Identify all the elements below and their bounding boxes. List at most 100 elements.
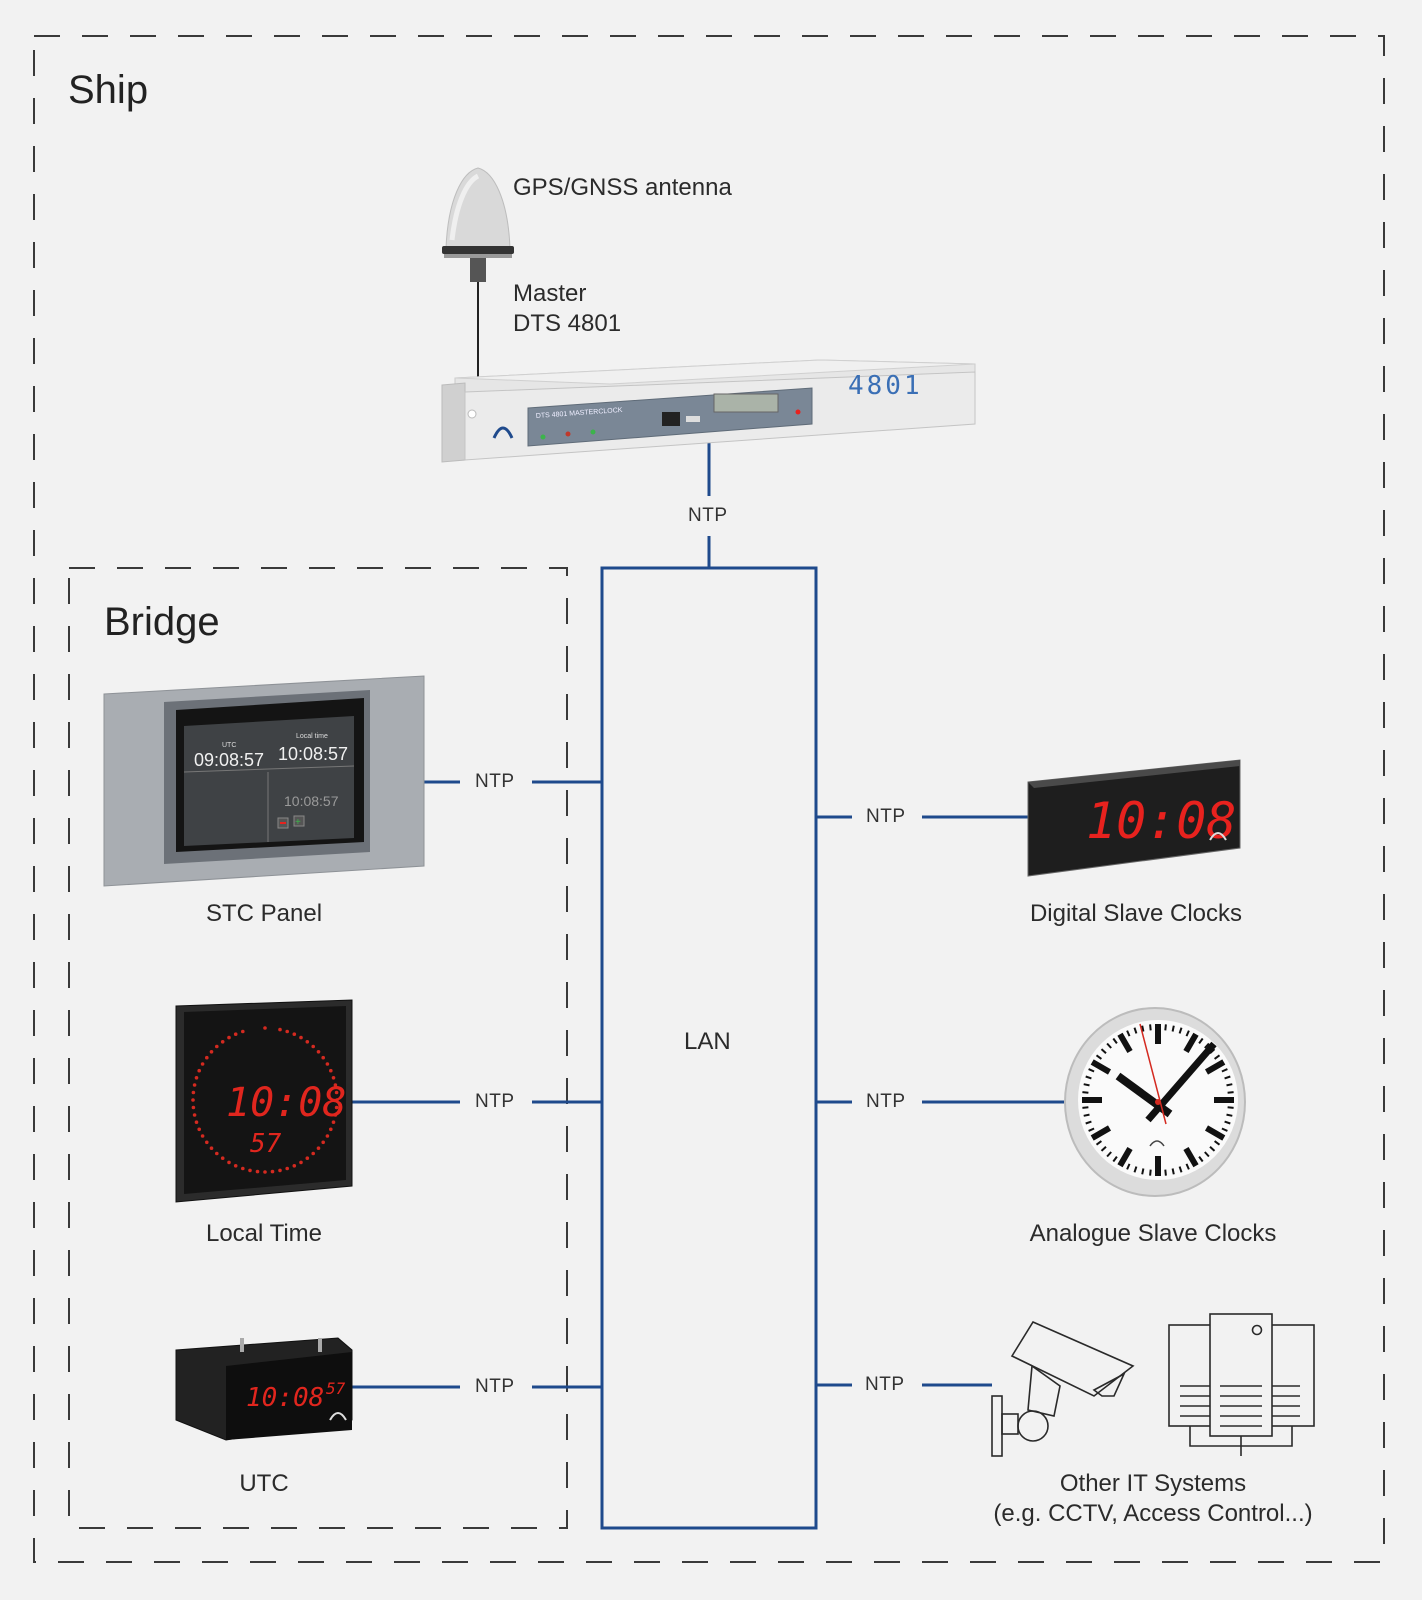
clock-minute-tick [1133,1027,1138,1034]
clock-hour-tick [1090,1125,1112,1141]
clock-hour-tick [1183,1146,1199,1168]
led-second-dot [321,1140,326,1145]
led-second-dot [292,1164,297,1168]
led-second-dot [248,1168,252,1173]
ntp-label-master: NTP [688,505,728,526]
led-second-dot [331,1076,336,1080]
clock-minute-tick [1171,1025,1175,1032]
clock-minute-tick [1088,1068,1095,1073]
clock-minute-tick [1226,1113,1233,1117]
lan-label: LAN [684,1028,731,1055]
stc-panel-label: STC Panel [205,900,323,927]
clock-minute-tick [1082,1106,1089,1109]
led-second-dot [334,1105,339,1110]
led-second-dot [333,1113,338,1117]
clock-hour-tick [1183,1032,1199,1054]
clock-minute-tick [1112,1037,1118,1044]
clock-minute-tick [1198,1156,1204,1163]
led-second-dot [227,1160,231,1165]
cctv-camera-icon [991,1320,1135,1457]
clock-minute-tick [1224,1120,1231,1125]
led-second-dot [215,1151,219,1156]
clock-minute-tick [1221,1127,1228,1132]
led-second-dot [316,1050,321,1054]
other-it-label-line1: Other IT Systems [1059,1470,1247,1497]
clock-minute-tick [1095,1140,1102,1146]
ntp-label-analogue: NTP [866,1091,906,1112]
stc-local-heading: Local time [296,733,328,740]
clock-minute-tick [1085,1075,1092,1080]
ntp-label-other-it: NTP [865,1374,905,1395]
led-second-dot [331,1120,336,1124]
led-second-dot [278,1027,282,1032]
analogue-slave-clocks-label: Analogue Slave Clocks [1029,1220,1277,1247]
clock-minute-tick [1149,1024,1152,1031]
led-second-dot [241,1029,245,1034]
clock-minute-tick [1227,1091,1234,1094]
clock-minute-tick [1106,1151,1112,1158]
clock-minute-tick [1141,1025,1145,1032]
led-second-dot [191,1105,196,1110]
led-second-dot [263,1170,267,1174]
led-second-dot [192,1113,197,1117]
led-second-dot [197,1068,201,1073]
led-second-dot [233,1164,238,1168]
svg-text:+: + [295,817,301,828]
led-second-dot [191,1098,195,1102]
gps-antenna-icon [442,167,514,380]
clock-minute-tick [1126,1030,1131,1037]
led-second-dot [329,1127,333,1132]
bridge-zone-title: Bridge [104,600,220,644]
clock-hour-tick [1090,1059,1112,1075]
led-second-dot [227,1035,231,1040]
master-label-line2: DTS 4801 [513,310,622,337]
led-second-dot [200,1062,205,1066]
led-second-dot [335,1098,339,1102]
master-display-number: 4801 [848,371,923,401]
clock-minute-tick [1204,1151,1210,1158]
clock-minute-tick [1185,1030,1190,1037]
led-second-dot [209,1050,214,1054]
utc-clock-device: 10:08 57 [175,1337,353,1441]
digital-slave-clock-device: 10:08 [1027,759,1241,877]
digital-slave-clocks-label: Digital Slave Clocks [1029,900,1243,927]
clock-minute-tick [1198,1037,1204,1044]
utc-seconds: 57 [326,1379,346,1398]
led-second-dot [325,1062,330,1066]
local-time-digits: 10:08 [226,1080,346,1126]
clock-minute-tick [1100,1048,1107,1054]
utc-label: UTC [239,1470,289,1497]
ntp-label-stc-panel: NTP [475,771,515,792]
led-second-dot [311,1044,316,1049]
led-second-dot [241,1166,245,1171]
led-second-dot [334,1090,339,1095]
clock-minute-tick [1209,1146,1216,1152]
clock-minute-tick [1178,1166,1183,1173]
local-time-seconds: 57 [250,1129,282,1159]
led-second-dot [209,1146,214,1150]
clock-minute-tick [1083,1083,1090,1087]
clock-minute-tick [1164,1169,1167,1176]
led-second-dot [325,1134,330,1138]
clock-minute-tick [1095,1054,1102,1060]
clock-minute-tick [1149,1169,1152,1176]
clock-minute-tick [1204,1042,1210,1049]
stc-local-time: 10:08:57 [278,744,348,764]
clock-hour-tick [1117,1032,1133,1054]
led-second-dot [292,1032,297,1036]
led-second-dot [205,1140,209,1145]
clock-minute-tick [1214,1140,1221,1146]
master-clock-device: DTS 4801 MASTERCLOCK 4801 [441,359,976,463]
ntp-label-digital: NTP [866,806,906,827]
clock-minute-tick [1083,1113,1090,1117]
led-second-dot [329,1068,333,1073]
clock-hour-tick [1117,1146,1133,1168]
led-second-dot [233,1032,238,1036]
clock-minute-tick [1141,1168,1145,1175]
clock-minute-tick [1227,1106,1234,1109]
ntp-label-utc: NTP [475,1376,515,1397]
clock-minute-tick [1126,1163,1131,1170]
led-second-dot [299,1035,303,1040]
led-second-dot [194,1120,199,1124]
